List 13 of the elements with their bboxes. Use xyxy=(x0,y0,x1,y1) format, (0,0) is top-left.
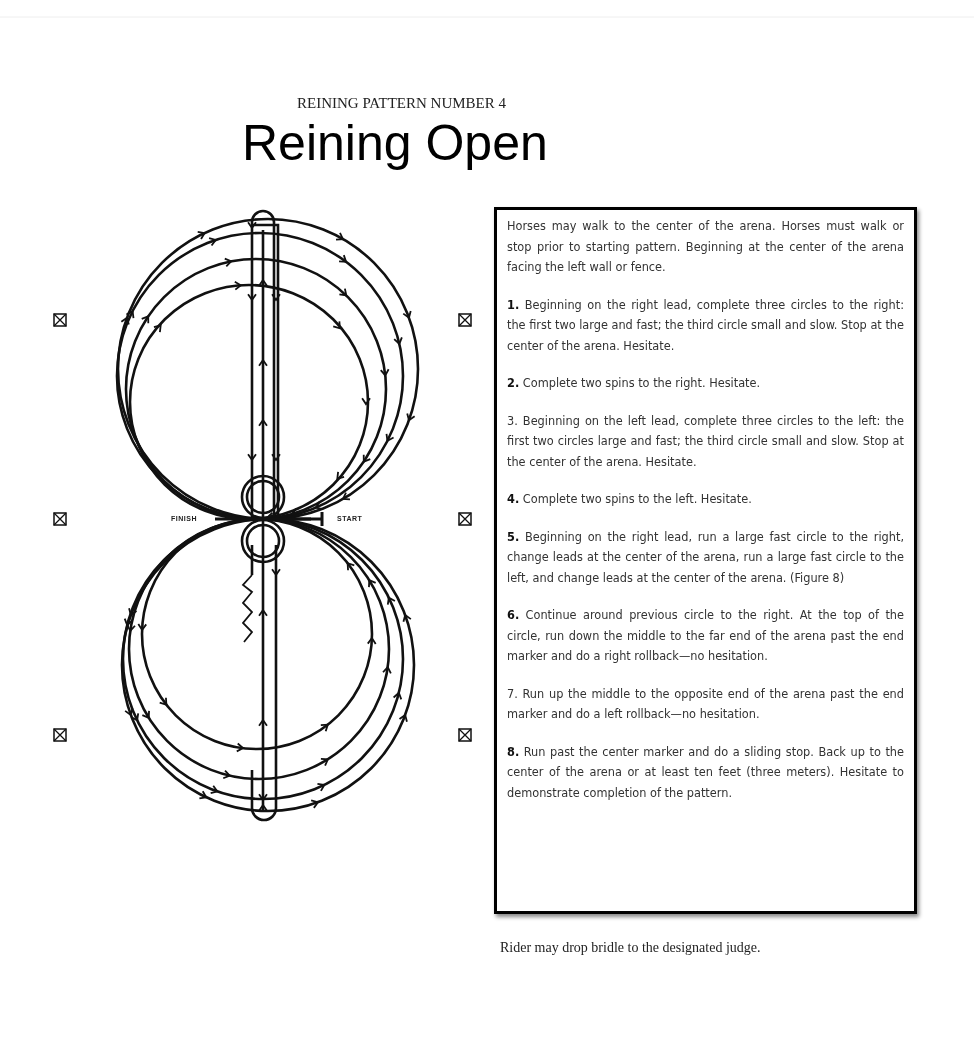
step-paragraph: 4. Complete two spins to the left. Hesitate. xyxy=(507,490,753,508)
step-paragraph: 5. Beginning on the right lead, run a large fast circle to the right, change leads at the center of the arena, run a large fast circle to the left, and change leads at the center of the arena. (Figure 8) xyxy=(507,527,904,587)
step-paragraph: 2. Complete two spins to the right. Hesitate. xyxy=(507,374,762,392)
step-paragraph: 3. Beginning on the left lead, complete three circles to the left: the first two circles large and fast; the third circle small and slow. Stop at the center of the arena. Hesitate. xyxy=(507,411,904,471)
pattern-number-heading: REINING PATTERN NUMBER 4 xyxy=(297,95,507,112)
step-paragraph: 8. Run past the center marker and do a sliding stop. Back up to the center of the arena or at least ten feet (three meters). Hesitate to demonstrate completion of the pattern. xyxy=(507,742,904,802)
step-paragraph: 1. Beginning on the right lead, complete three circles to the right: the first two large and fast; the third circle small and slow. Stop at the center of the arena. Hesitate. xyxy=(507,295,904,355)
instructions-panel xyxy=(494,207,917,914)
step-paragraph: 6. Continue around previous circle to the right. At the top of the circle, run down the middle to the far end of the arena past the end marker and do a right rollback—no hesitation. xyxy=(507,606,904,665)
caption: Rider may drop bridle to the designated judge. xyxy=(500,940,761,956)
step-paragraph: 7. Run up the middle to the opposite end of the arena past the end marker and do a left rollback—no hesitation. xyxy=(507,684,904,723)
title: Reining Open xyxy=(242,114,548,172)
intro-paragraph: Horses may walk to the center of the arena. Horses must walk or stop prior to starting pattern. Beginning at the center of the arena facing the left wall or fence. xyxy=(507,217,904,276)
